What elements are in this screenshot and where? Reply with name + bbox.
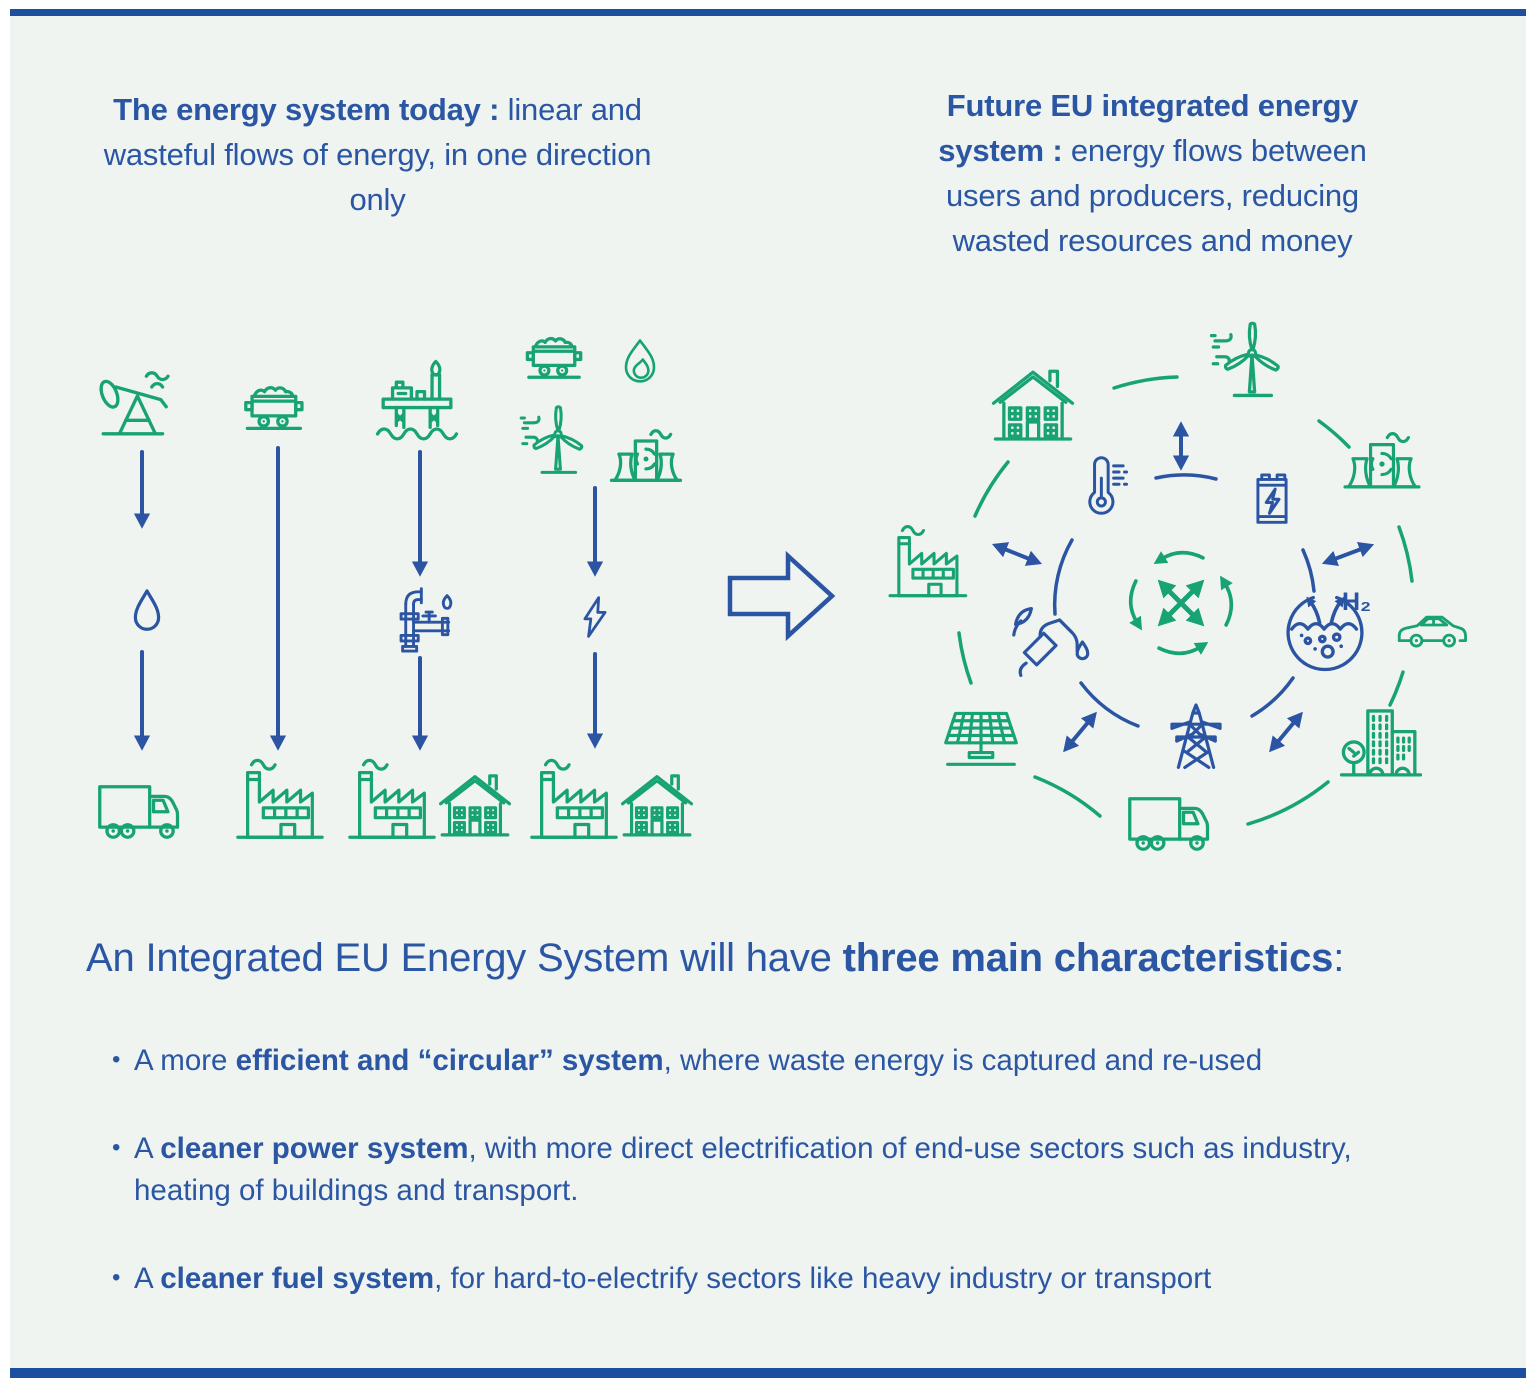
- transition-arrow-icon: [727, 550, 836, 642]
- left-column-heading: The energy system today : linear and was…: [95, 88, 660, 223]
- bullet-bold: cleaner fuel system: [160, 1261, 435, 1295]
- house-icon: [991, 369, 1075, 441]
- list-item: A more efficient and “circular” system, …: [110, 1040, 1455, 1082]
- right-column-heading: Future EU integrated energy system : ene…: [900, 84, 1405, 264]
- outer-ring-arcs: [957, 375, 1414, 826]
- oil-pump-icon: [96, 371, 170, 436]
- bullet-bold: cleaner power system: [160, 1131, 469, 1165]
- integrated-system-diagram: H₂: [888, 321, 1468, 851]
- right-heading-regular: energy flows between users and producers…: [946, 132, 1367, 258]
- list-item: A cleaner fuel system, for hard-to-elect…: [110, 1258, 1455, 1300]
- bullet-text: , with more direct electrification of en…: [134, 1131, 1352, 1207]
- house-icon: [438, 774, 512, 837]
- two-way-arrow-icon: [1269, 711, 1303, 753]
- factory-icon: [530, 758, 618, 839]
- left-heading-bold: The energy system today :: [113, 92, 500, 127]
- car-icon: [1397, 615, 1468, 648]
- electricity-pylon-icon: [1170, 703, 1222, 770]
- battery-storage-icon: [1258, 475, 1286, 522]
- two-way-arrow-icon: [1063, 711, 1097, 753]
- coal-cart-icon: [525, 336, 583, 379]
- bullet-text: , for hard-to-electrify sectors like hea…: [434, 1261, 1212, 1295]
- hydrogen-label: H₂: [1342, 588, 1371, 616]
- factory-icon: [236, 758, 324, 839]
- title-bold: three main characteristics: [842, 936, 1334, 980]
- factory-icon: [888, 524, 968, 598]
- bullet-text: , where waste energy is captured and re-…: [663, 1044, 1263, 1077]
- gas-valve-icon: [399, 587, 453, 653]
- linear-flow-diagram: [96, 336, 694, 839]
- house-icon: [620, 774, 694, 837]
- title-regular: An Integrated EU Energy System will have: [86, 936, 843, 980]
- solar-panel-icon: [943, 711, 1019, 767]
- city-buildings-icon: [1339, 709, 1423, 777]
- characteristics-title: An Integrated EU Energy System will have…: [86, 936, 1344, 981]
- exchange-arrows: [991, 421, 1375, 753]
- wind-turbine-icon: [519, 404, 585, 475]
- oil-rig-icon: [375, 359, 459, 441]
- oil-droplet-icon: [133, 589, 161, 631]
- two-way-arrow-icon: [991, 542, 1043, 566]
- gas-flame-icon: [624, 338, 656, 384]
- inner-ring-arcs: [1052, 473, 1316, 728]
- nuclear-plant-icon: [1343, 431, 1421, 489]
- bullet-text: A more: [134, 1044, 236, 1077]
- energy-exchange-icon: [1131, 553, 1232, 654]
- characteristics-list: A more efficient and “circular” system, …: [110, 1040, 1455, 1346]
- list-item: A cleaner power system, with more direct…: [110, 1128, 1455, 1212]
- factory-icon: [348, 758, 436, 839]
- truck-icon: [98, 785, 180, 839]
- heating-thermometer-icon: [1087, 455, 1129, 516]
- left-heading-regular: linear and wasteful flows of energy, in …: [103, 92, 652, 217]
- bullet-text: A: [134, 1131, 161, 1165]
- right-heading-bold: Future EU integrated energy system :: [938, 88, 1359, 168]
- two-way-arrow-icon: [1321, 541, 1375, 567]
- bullet-text: A: [134, 1261, 161, 1295]
- coal-cart-icon: [244, 385, 304, 431]
- bullet-bold: efficient and “circular” system: [235, 1044, 664, 1077]
- biofuel-pump-icon: [1012, 606, 1090, 678]
- wind-turbine-icon: [1209, 321, 1281, 398]
- nuclear-plant-icon: [609, 428, 683, 483]
- electricity-bolt-icon: [585, 598, 605, 637]
- title-colon: :: [1333, 936, 1345, 980]
- truck-icon: [1128, 797, 1210, 851]
